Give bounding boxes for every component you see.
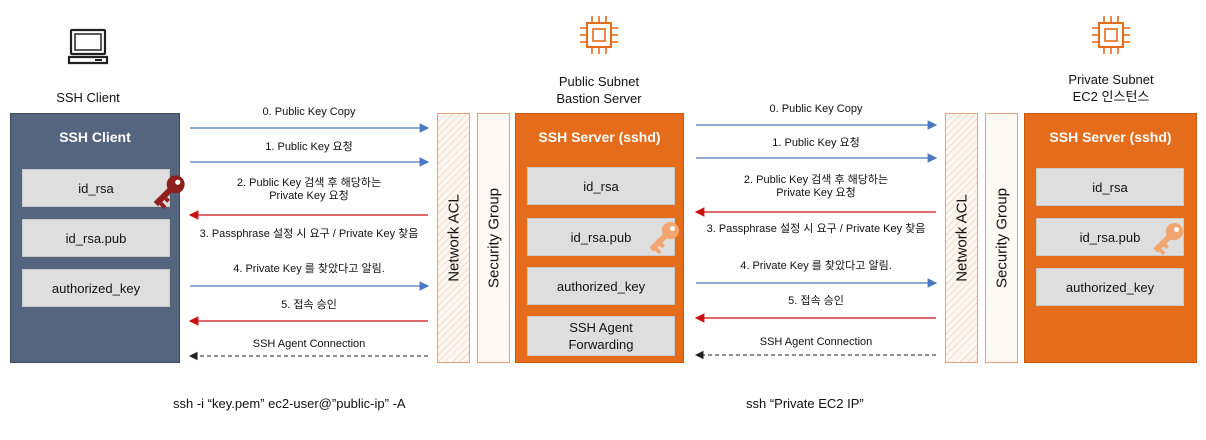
bastion-id-rsa-box: id_rsa	[527, 167, 675, 205]
key-icon	[153, 175, 185, 210]
msg-passphrase-2: 3. Passphrase 설정 시 요구 / Private Key 찾음	[706, 223, 926, 235]
msg-public-key-copy: 0. Public Key Copy	[262, 106, 356, 118]
bastion-ssh-command: ssh “Private EC2 IP”	[746, 396, 864, 411]
msg-private-key-found-2: 4. Private Key 를 찾았다고 알림.	[740, 260, 892, 272]
bastion-label: Public Subnet Bastion Server	[540, 73, 658, 107]
msg-private-key-request: 2. Public Key 검색 후 해당하는 Private Key 요청	[190, 177, 428, 203]
msg-public-key-copy-2: 0. Public Key Copy	[769, 103, 863, 115]
bastion-security-group: Security Group	[477, 113, 510, 363]
private-label-line1: Private Subnet	[1068, 72, 1154, 87]
key-icon	[1153, 222, 1184, 256]
laptop-icon	[67, 28, 109, 65]
client-top-label: SSH Client	[56, 90, 120, 105]
bastion-id-rsa-pub-box: id_rsa.pub	[527, 218, 675, 256]
msg-agent-connection-2: SSH Agent Connection	[759, 336, 873, 348]
ssh-client-panel: SSH Client id_rsa id_rsa.pub authorized_…	[10, 113, 180, 363]
bastion-server-panel: SSH Server (sshd) id_rsa id_rsa.pub auth…	[515, 113, 684, 363]
agent-forwarding-line1: SSH Agent	[569, 320, 633, 335]
msg-private-key-found: 4. Private Key 를 찾았다고 알림.	[233, 263, 385, 275]
private-security-group: Security Group	[985, 113, 1018, 363]
ssh-client-title: SSH Client	[59, 129, 131, 145]
chip-icon	[1092, 16, 1130, 54]
private-server-title: SSH Server (sshd)	[1049, 129, 1172, 145]
bastion-label-line1: Public Subnet	[558, 74, 640, 89]
private-id-rsa-pub-box: id_rsa.pub	[1036, 218, 1184, 256]
private-label-line2: EC2 인스턴스	[1072, 89, 1150, 104]
msg-public-key-request: 1. Public Key 요청	[265, 141, 353, 153]
msg-passphrase: 3. Passphrase 설정 시 요구 / Private Key 찾음	[199, 228, 419, 240]
bastion-label-line2: Bastion Server	[556, 91, 642, 106]
private-id-rsa-box: id_rsa	[1036, 168, 1184, 206]
msg-agent-connection: SSH Agent Connection	[252, 338, 366, 350]
msg-private-key-request-2-line1: 2. Public Key 검색 후 해당하는	[743, 174, 889, 186]
bastion-server-title: SSH Server (sshd)	[538, 129, 661, 145]
msg-public-key-request-2: 1. Public Key 요청	[772, 137, 860, 149]
msg-private-key-request-line2: Private Key 요청	[269, 190, 349, 202]
msg-private-key-request-line1: 2. Public Key 검색 후 해당하는	[236, 177, 382, 189]
msg-connection-approved-2: 5. 접속 승인	[788, 295, 844, 307]
private-label: Private Subnet EC2 인스턴스	[1052, 71, 1170, 105]
bastion-agent-forwarding-box: SSH Agent Forwarding	[527, 316, 675, 356]
bastion-network-acl: Network ACL	[437, 113, 470, 363]
client-id-rsa-pub-box: id_rsa.pub	[22, 219, 170, 257]
private-authorized-key-box: authorized_key	[1036, 268, 1184, 306]
client-ssh-command: ssh -i “key.pem” ec2-user@”public-ip” -A	[173, 396, 406, 411]
msg-private-key-request-2: 2. Public Key 검색 후 해당하는 Private Key 요청	[696, 174, 936, 200]
agent-forwarding-line2: Forwarding	[568, 337, 634, 352]
client-id-rsa-box: id_rsa	[22, 169, 170, 207]
chip-icon	[580, 16, 618, 54]
key-icon	[649, 221, 680, 255]
private-network-acl: Network ACL	[945, 113, 978, 363]
bastion-authorized-key-box: authorized_key	[527, 267, 675, 305]
msg-connection-approved: 5. 접속 승인	[281, 299, 337, 311]
client-authorized-key-box: authorized_key	[22, 269, 170, 307]
msg-private-key-request-2-line2: Private Key 요청	[776, 187, 856, 199]
private-server-panel: SSH Server (sshd) id_rsa id_rsa.pub auth…	[1024, 113, 1197, 363]
